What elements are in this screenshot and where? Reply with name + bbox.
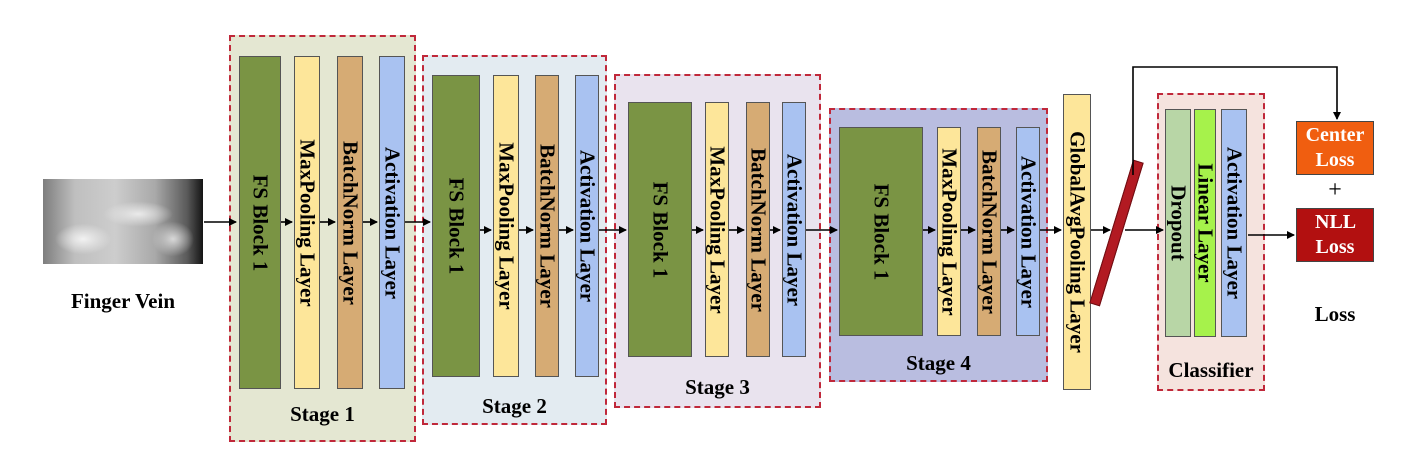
stage-4-fs-block: FS Block 1 [839, 127, 923, 336]
finger-vein-image [43, 179, 203, 264]
stage-4-label: Stage 4 [906, 351, 971, 375]
stage-2-maxpool-layer: MaxPooling Layer [493, 75, 519, 377]
stage-1-fs-block: FS Block 1 [239, 56, 281, 389]
stage-3-maxpool-layer: MaxPooling Layer [705, 102, 730, 357]
stage-1-activation-layer: Activation Layer [379, 56, 405, 389]
classifier-activation-layer: Activation Layer [1221, 109, 1247, 337]
stage-4-maxpool-layer: MaxPooling Layer [937, 127, 962, 336]
stage-3-batchnorm-layer: BatchNorm Layer [746, 102, 771, 357]
stage-2-label: Stage 2 [482, 394, 547, 418]
stage-3-activation-layer: Activation Layer [782, 102, 807, 357]
stage-1-maxpool-layer: MaxPooling Layer [294, 56, 320, 389]
global-avg-pooling-layer: GlobalAvgPooling Layer [1063, 94, 1091, 390]
loss-label: Loss [1314, 302, 1356, 326]
stage-2-batchnorm-layer: BatchNorm Layer [535, 75, 560, 377]
classifier-linear-layer: Linear Layer [1194, 109, 1218, 337]
stage-1-label: Stage 1 [290, 402, 355, 426]
center-loss-box: Center Loss [1296, 121, 1374, 175]
stage-2-activation-layer: Activation Layer [575, 75, 600, 377]
stage-4-batchnorm-layer: BatchNorm Layer [977, 127, 1002, 336]
stage-1-batchnorm-layer: BatchNorm Layer [337, 56, 363, 389]
stage-3-fs-block: FS Block 1 [628, 102, 692, 357]
classifier-dropout-layer: Dropout [1165, 109, 1191, 337]
stage-3-label: Stage 3 [685, 375, 750, 399]
stage-2-fs-block: FS Block 1 [432, 75, 480, 377]
plus-sign: + [1328, 177, 1342, 203]
stage-4-activation-layer: Activation Layer [1016, 127, 1041, 336]
classifier-label: Classifier [1168, 358, 1254, 382]
input-label: Finger Vein [70, 289, 176, 313]
nll-loss-box: NLL Loss [1296, 208, 1374, 262]
